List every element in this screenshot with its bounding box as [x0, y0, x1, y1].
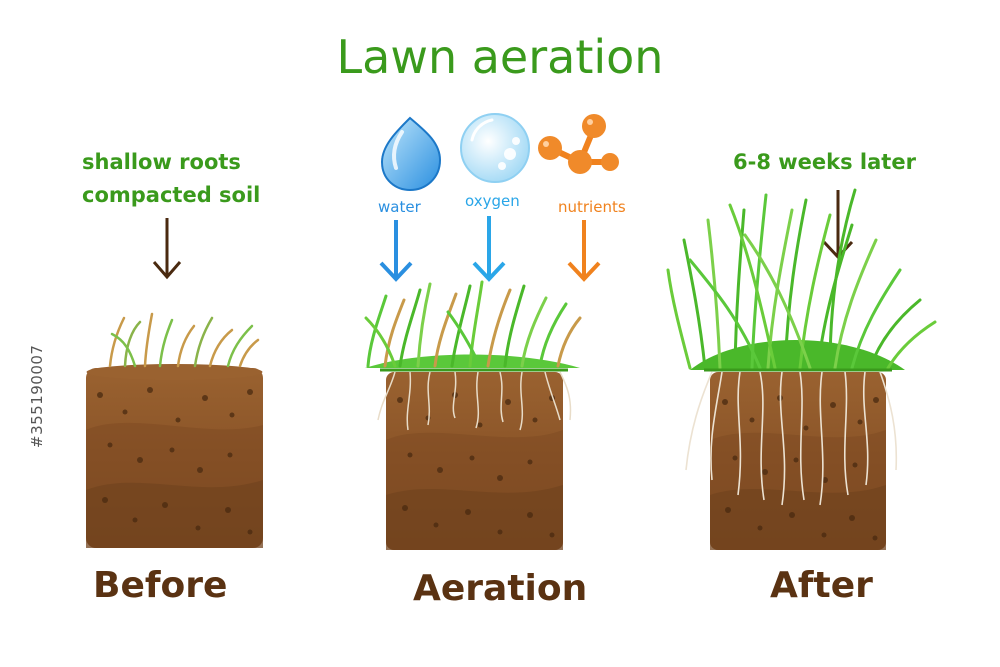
water-label: water — [378, 198, 421, 216]
before-grass — [108, 312, 260, 368]
diagram-title: Lawn aeration — [336, 30, 664, 84]
soil-specks — [97, 387, 879, 541]
stock-id-text: #355190007 — [28, 344, 46, 448]
oxygen-arrow — [472, 216, 506, 282]
after-label: After — [770, 565, 873, 606]
after-arrow — [822, 190, 854, 260]
nutrients-arrow — [567, 220, 601, 282]
oxygen-bubble-icon — [460, 113, 530, 183]
after-soil-block — [710, 372, 886, 550]
aeration-label: Aeration — [413, 568, 588, 609]
before-label: Before — [93, 565, 228, 606]
before-note-line1: shallow roots — [82, 150, 241, 174]
after-note: 6-8 weeks later — [733, 150, 916, 174]
water-arrow — [379, 220, 413, 282]
after-grass — [666, 188, 937, 370]
before-arrow — [152, 218, 182, 280]
aeration-roots — [377, 371, 572, 431]
before-soil-block — [86, 364, 263, 548]
nutrients-label: nutrients — [558, 198, 626, 216]
aeration-soil-block — [386, 372, 563, 550]
before-note-line2: compacted soil — [82, 183, 261, 207]
after-roots — [685, 371, 898, 506]
molecule-icon — [538, 114, 619, 174]
water-drop-icon — [380, 116, 442, 192]
oxygen-label: oxygen — [465, 192, 520, 210]
aeration-grass — [364, 280, 582, 368]
